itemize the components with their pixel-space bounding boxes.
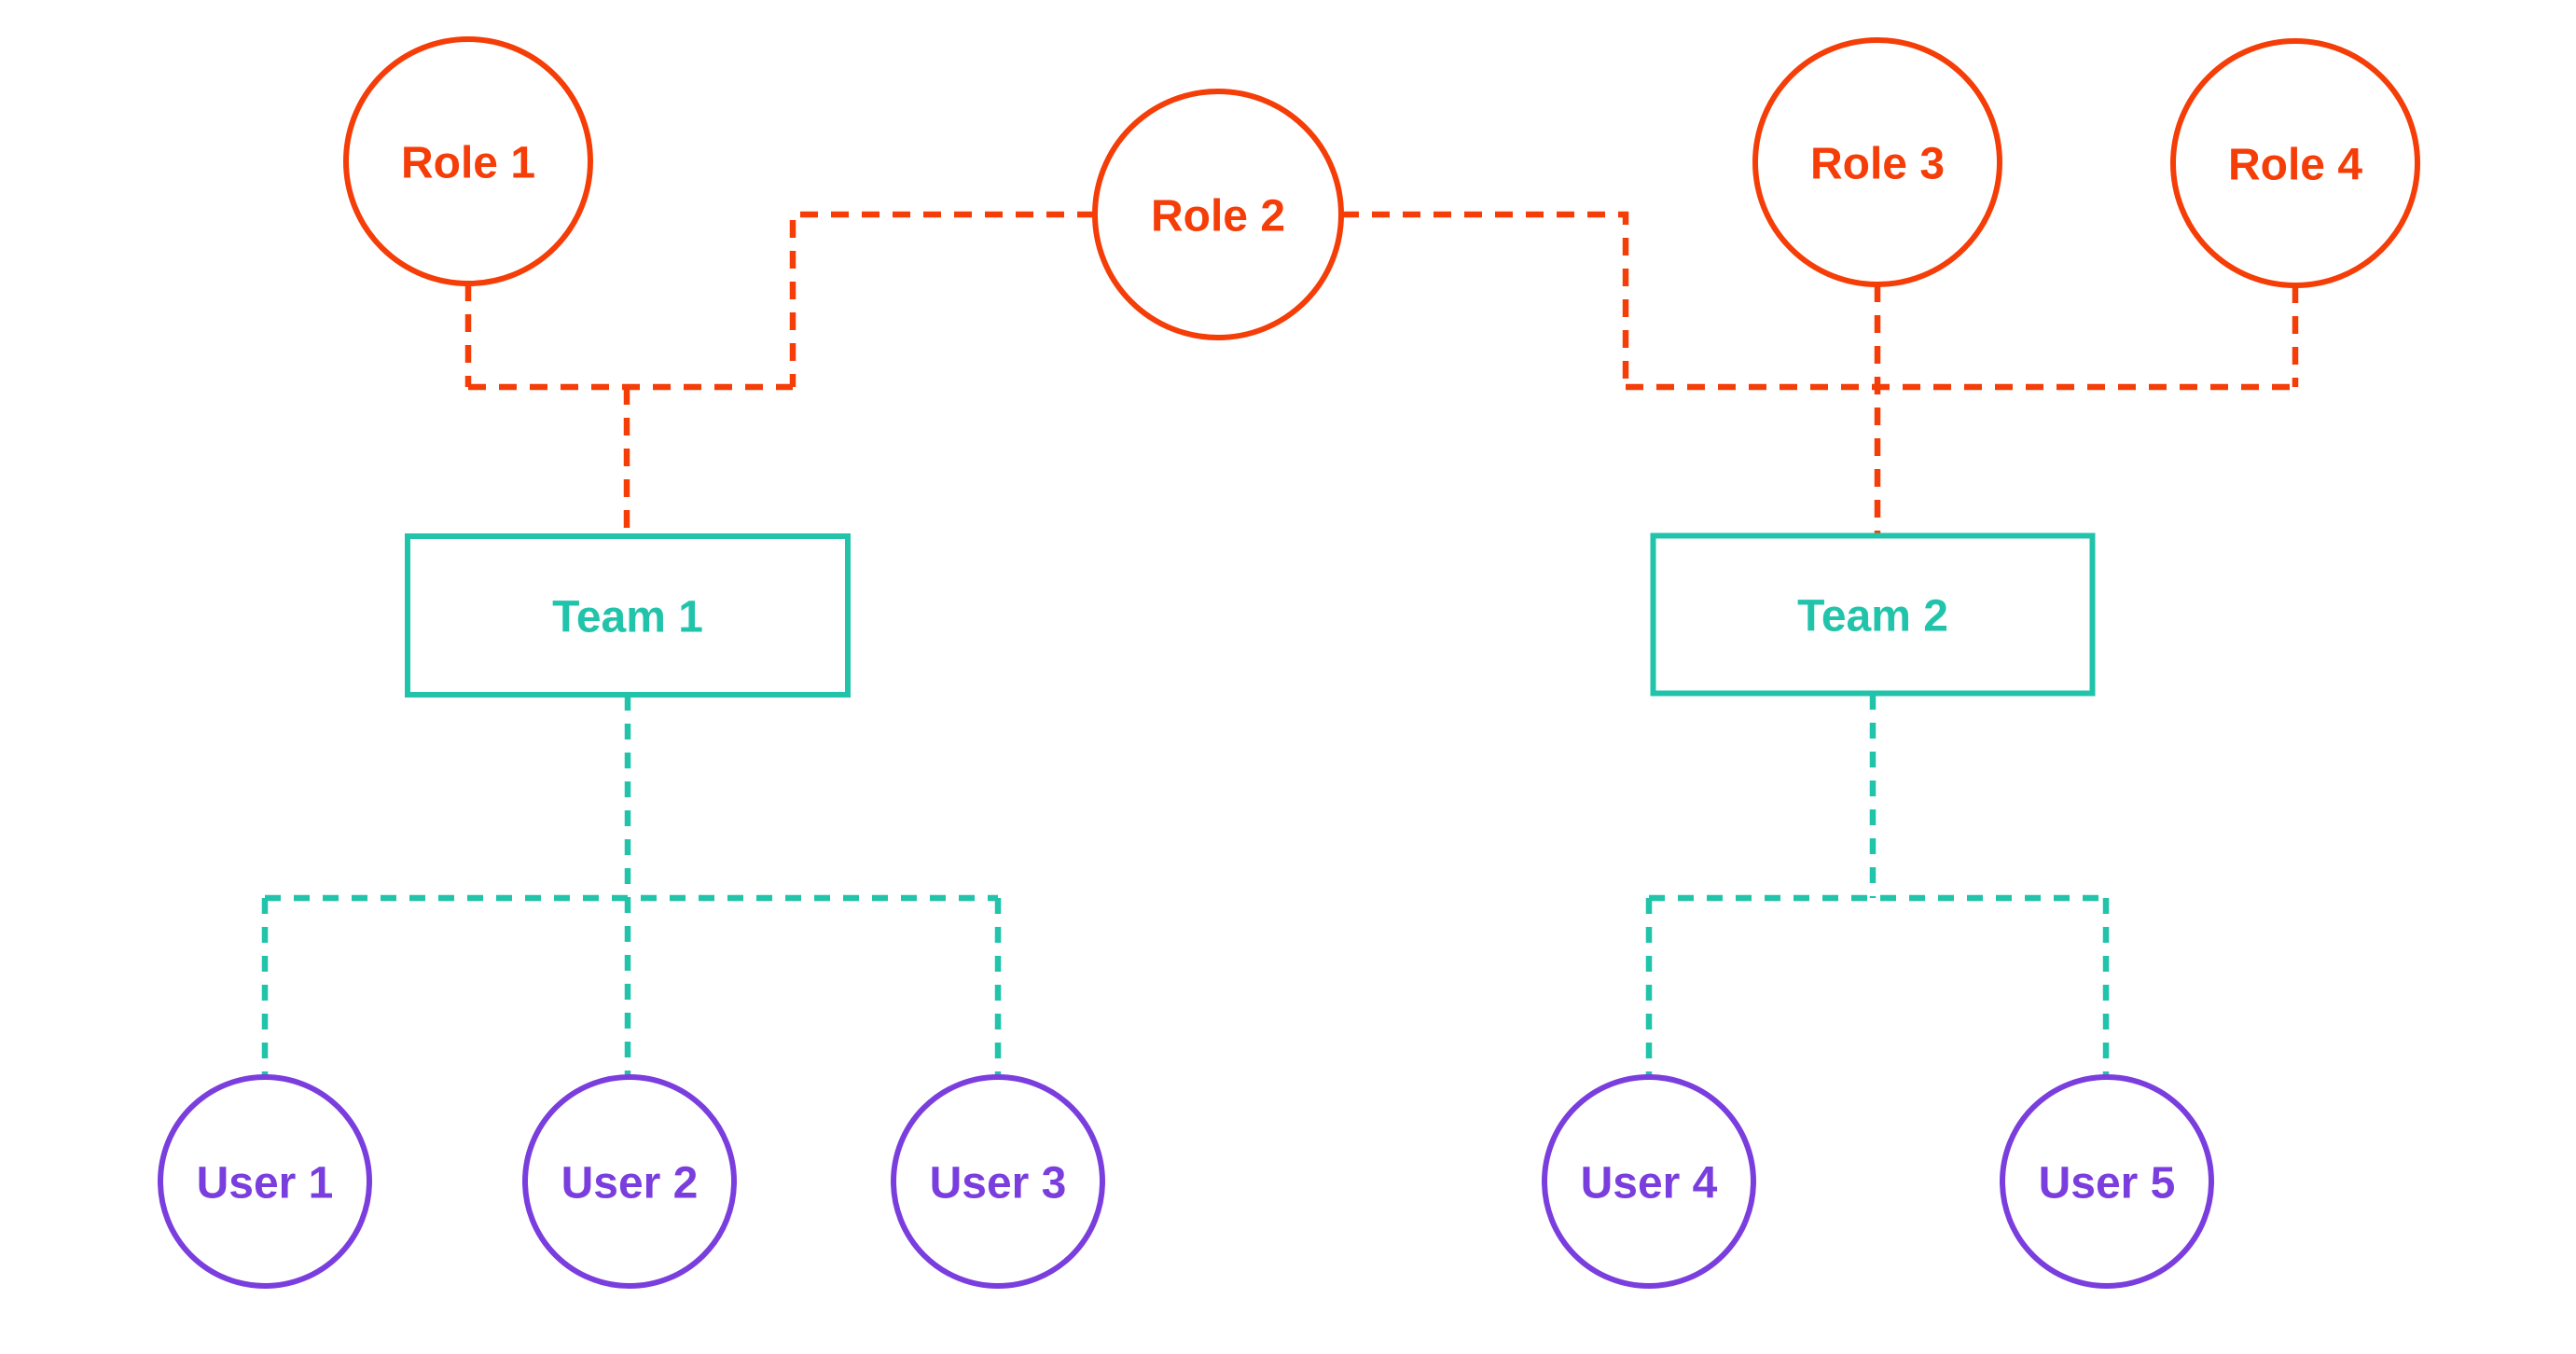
edge-role2-left-arm <box>789 211 1095 387</box>
node-team-2: Team 2 <box>1650 532 2096 697</box>
node-user-3: User 3 <box>891 1074 1105 1289</box>
node-role-2-label: Role 2 <box>1151 192 1285 242</box>
node-team-1: Team 1 <box>405 533 851 698</box>
node-user-4-label: User 4 <box>1581 1159 1718 1209</box>
node-user-5-label: User 5 <box>2039 1159 2176 1209</box>
role-1-circle-shape <box>343 36 593 286</box>
node-user-2-label: User 2 <box>561 1159 699 1209</box>
node-user-1-label: User 1 <box>197 1159 334 1209</box>
node-user-3-label: User 3 <box>930 1159 1067 1209</box>
node-role-4: Role 4 <box>2170 38 2420 288</box>
node-role-1: Role 1 <box>343 36 593 286</box>
team-2-rect-shape <box>1650 532 2096 697</box>
node-user-1: User 1 <box>158 1074 372 1289</box>
user-5-circle-shape <box>2000 1074 2214 1289</box>
role-2-circle-shape <box>1092 89 1344 340</box>
node-role-3-label: Role 3 <box>1810 140 1945 189</box>
user-2-circle-shape <box>522 1074 737 1289</box>
node-role-2: Role 2 <box>1092 89 1344 340</box>
node-role-4-label: Role 4 <box>2228 141 2362 190</box>
node-team-2-label: Team 2 <box>1797 592 1948 642</box>
role-4-circle-shape <box>2170 38 2420 288</box>
node-user-5: User 5 <box>2000 1074 2214 1289</box>
user-1-circle-shape <box>158 1074 372 1289</box>
user-3-circle-shape <box>891 1074 1105 1289</box>
node-user-2: User 2 <box>522 1074 737 1289</box>
user-4-circle-shape <box>1542 1074 1756 1289</box>
node-user-4: User 4 <box>1542 1074 1756 1289</box>
node-team-1-label: Team 1 <box>552 593 703 642</box>
node-role-3: Role 3 <box>1752 37 2002 287</box>
node-role-1-label: Role 1 <box>401 139 535 188</box>
edge-role2-right-arm <box>1341 211 1629 387</box>
role-3-circle-shape <box>1752 37 2002 287</box>
team-1-rect-shape <box>405 533 851 698</box>
